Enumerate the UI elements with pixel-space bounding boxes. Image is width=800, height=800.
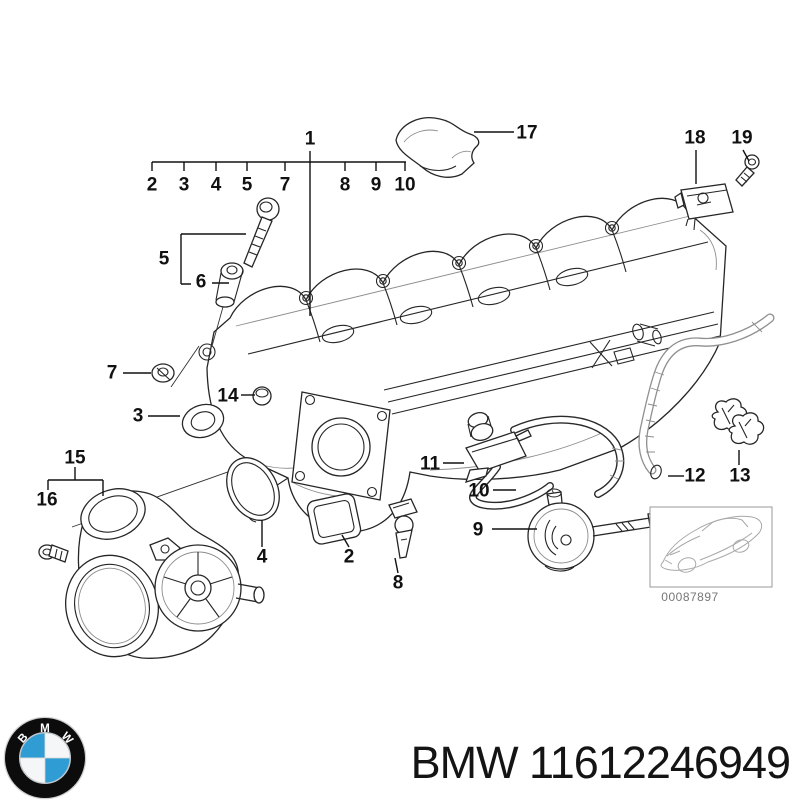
throttle-screw-drawing xyxy=(38,544,69,563)
o-ring-drawing xyxy=(226,457,280,521)
callout-o-ring-label: 4 xyxy=(256,546,268,568)
vacuum-hose-drawing xyxy=(469,415,625,510)
callout-screw-label: 19 xyxy=(731,127,753,149)
callout-hose-label: 12 xyxy=(684,465,706,487)
throttle-body-drawing xyxy=(64,488,265,659)
callout-1-label: 1 xyxy=(304,128,316,150)
callout-clip-label: 13 xyxy=(729,465,751,487)
callout-10-label: 10 xyxy=(394,174,416,196)
bolt-drawing xyxy=(243,197,280,268)
car-thumbnail xyxy=(649,506,773,588)
parts-diagram xyxy=(38,117,775,659)
screw-drawing xyxy=(735,154,760,187)
callout-3-label: 3 xyxy=(178,174,190,196)
bmw-logo: B M W xyxy=(3,716,87,800)
callout-sealing-ring-label: 3 xyxy=(132,405,144,427)
callout-cover-label: 17 xyxy=(516,122,538,144)
callout-7-label: 7 xyxy=(279,174,291,196)
cap-nut-drawing xyxy=(252,386,272,406)
pressure-converter-drawing xyxy=(527,488,663,572)
callout-vacuum-hose-label: 10 xyxy=(468,480,490,502)
car-outline-drawing xyxy=(660,515,763,573)
sealing-ring-drawing xyxy=(181,403,225,439)
callout-sensor-label: 8 xyxy=(392,572,404,594)
grommet-drawing xyxy=(151,363,175,383)
callout-grommet-label: 7 xyxy=(106,362,118,384)
callout-leader-lines xyxy=(47,131,750,574)
intake-manifold-drawing xyxy=(170,197,727,533)
callout-sleeve-label: 6 xyxy=(195,271,207,293)
clip-drawing xyxy=(711,398,765,445)
bmw-logo-letter-m: M xyxy=(40,722,50,735)
image-code: 00087897 xyxy=(661,590,719,604)
callout-solenoid-valve-label: 11 xyxy=(419,453,441,475)
callout-2-label: 2 xyxy=(146,174,158,196)
sensor-drawing xyxy=(388,498,418,559)
logo-inner-ring xyxy=(18,731,72,785)
callout-8-label: 8 xyxy=(339,174,351,196)
callout-5-label: 5 xyxy=(241,174,253,196)
callout-4-label: 4 xyxy=(210,174,222,196)
callout-cap-nut-label: 14 xyxy=(217,385,239,407)
callout-9-label: 9 xyxy=(370,174,382,196)
callout-bolt-label: 5 xyxy=(158,248,170,270)
callout-pressure-converter-label: 9 xyxy=(472,519,484,541)
solenoid-valve-drawing xyxy=(464,412,532,483)
hose-drawing xyxy=(638,313,775,480)
callout-map-sensor-label: 18 xyxy=(684,127,706,149)
callout-throttle-assembly-label: 15 xyxy=(64,447,86,469)
callout-profile-gasket-label: 2 xyxy=(343,546,355,568)
sleeve-drawing xyxy=(211,262,244,347)
profile-gasket-drawing xyxy=(306,493,362,545)
cover-drawing xyxy=(395,117,480,178)
map-sensor-drawing xyxy=(674,183,734,231)
callout-throttle-screw-label: 16 xyxy=(36,489,58,511)
part-number-text: BMW 11612246949 xyxy=(410,737,791,788)
